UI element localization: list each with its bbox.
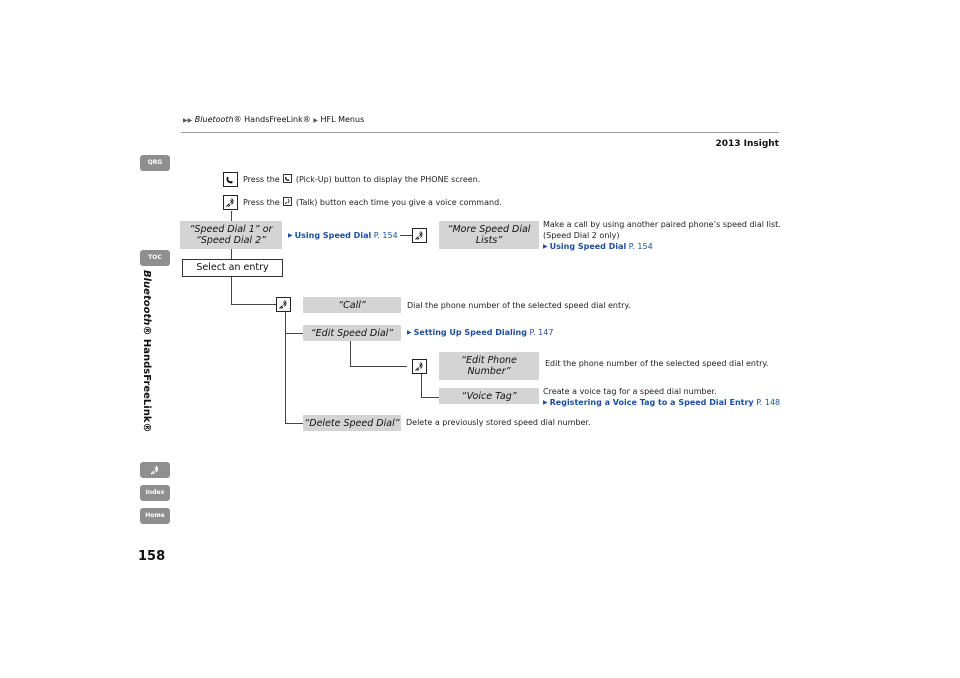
breadcrumb-arrow-icon: ▶ [313, 117, 318, 124]
reference-arrow-icon: ▶ [543, 399, 548, 406]
talk-instruction: Press the (Talk) button each time you gi… [243, 197, 502, 207]
delete-description: Delete a previously stored speed dial nu… [406, 418, 591, 427]
connector-line [231, 211, 232, 221]
more-lists-description: Make a call by using another paired phon… [543, 220, 781, 251]
model-name: 2013 Insight [715, 139, 779, 149]
breadcrumb-bluetooth[interactable]: Bluetooth [194, 115, 234, 124]
chapter-title: Bluetooth® HandsFreeLink® [141, 270, 152, 433]
select-entry-box: Select an entry [182, 259, 283, 277]
connector-line [350, 366, 407, 367]
talk-icon [150, 465, 159, 475]
call-description: Dial the phone number of the selected sp… [407, 301, 631, 310]
edit-phone-number-command: “Edit Phone Number” [439, 352, 539, 380]
connector-line [400, 235, 412, 236]
page-number: 158 [138, 549, 166, 564]
talk-icon [276, 297, 291, 312]
connector-line [231, 304, 276, 305]
connector-line [421, 374, 422, 397]
reference-arrow-icon: ▶ [543, 243, 548, 250]
reference-arrow-icon: ▶ [288, 232, 293, 239]
using-speed-dial-ref[interactable]: ▶Using Speed Dial P. 154 [288, 231, 398, 240]
home-tab[interactable]: Home [140, 508, 170, 524]
edit-phone-description: Edit the phone number of the selected sp… [545, 359, 769, 368]
connector-line [285, 423, 303, 424]
qrg-tab[interactable]: QRG [140, 155, 170, 171]
voice-tag-ref[interactable]: ▶Registering a Voice Tag to a Speed Dial… [543, 398, 781, 407]
speed-dial-command: “Speed Dial 1” or “Speed Dial 2” [180, 221, 282, 249]
voice-command-tab[interactable] [140, 462, 170, 478]
talk-icon [223, 195, 238, 210]
connector-line [350, 341, 351, 366]
talk-inline-icon [283, 197, 293, 206]
connector-line [285, 312, 286, 423]
edit-speed-dial-ref[interactable]: ▶Setting Up Speed Dialing P. 147 [407, 328, 554, 337]
pickup-instruction: Press the (Pick-Up) button to display th… [243, 174, 481, 184]
more-speed-dial-lists-command: “More Speed Dial Lists” [439, 221, 539, 249]
delete-speed-dial-command: “Delete Speed Dial” [303, 415, 401, 431]
connector-line [231, 276, 232, 304]
connector-line [421, 397, 439, 398]
more-lists-ref[interactable]: ▶Using Speed Dial P. 154 [543, 242, 653, 251]
reference-arrow-icon: ▶ [407, 329, 412, 336]
edit-speed-dial-command: “Edit Speed Dial” [303, 325, 401, 341]
header-rule [181, 132, 779, 133]
breadcrumb-handsfreelink[interactable]: ® HandsFreeLink® [233, 115, 311, 124]
breadcrumb: ▶▶ Bluetooth® HandsFreeLink® ▶ HFL Menus [183, 115, 364, 124]
talk-icon [412, 359, 427, 374]
voice-tag-command: “Voice Tag” [439, 388, 539, 404]
connector-line [285, 333, 303, 334]
pickup-inline-icon [283, 174, 293, 183]
breadcrumb-hfl-menus[interactable]: HFL Menus [320, 115, 365, 124]
toc-tab[interactable]: TOC [140, 250, 170, 266]
call-command: “Call” [303, 297, 401, 313]
voice-tag-description: Create a voice tag for a speed dial numb… [543, 387, 781, 407]
index-tab[interactable]: Index [140, 485, 170, 501]
connector-line [231, 249, 232, 259]
talk-icon [412, 228, 427, 243]
pickup-icon [223, 172, 238, 187]
breadcrumb-arrow-icon: ▶▶ [183, 117, 193, 124]
